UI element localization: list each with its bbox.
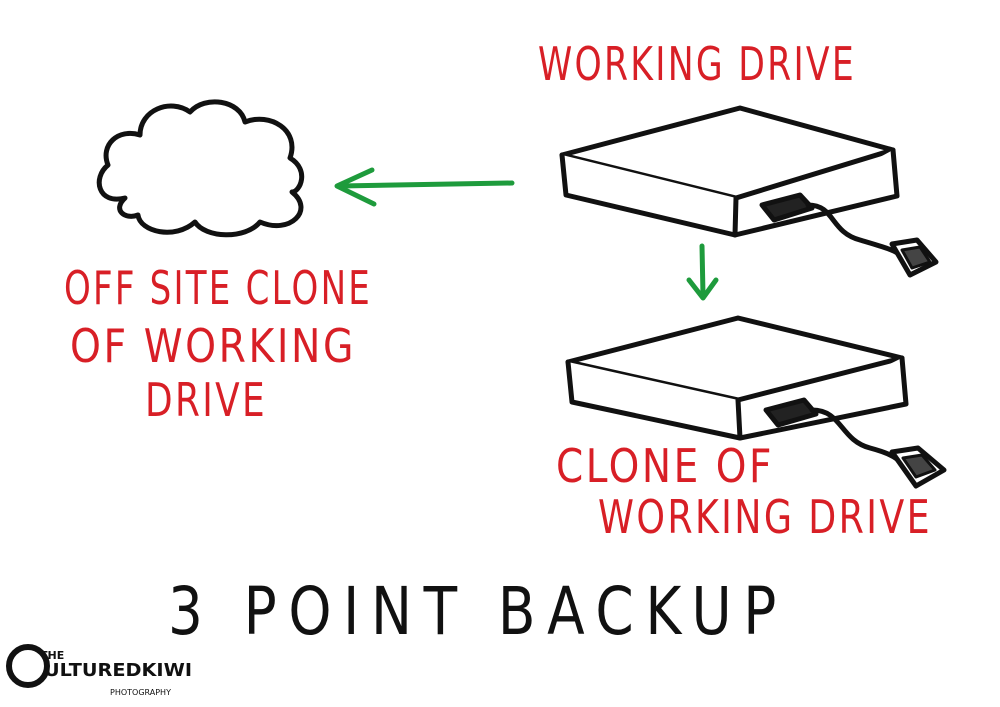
working-drive-label: WORKING DRIVE	[538, 37, 856, 91]
working-drive	[559, 105, 939, 278]
arrow-to-cloud	[334, 167, 515, 207]
clone-drive	[565, 315, 947, 489]
cloud-icon	[96, 99, 305, 238]
diagram-title: 3 POINT BACKUP	[168, 573, 788, 650]
offsite-label-line-2: OF WORKING	[70, 319, 356, 373]
offsite-label-line-1: OFF SITE CLONE	[64, 261, 372, 315]
logo-sub: PHOTOGRAPHY	[110, 688, 171, 697]
clone-label-line-1: CLONE OF	[556, 439, 774, 493]
clone-label-line-2: WORKING DRIVE	[598, 490, 932, 544]
offsite-label-line-3: DRIVE	[145, 373, 267, 427]
logo-the: THE	[40, 649, 64, 662]
arrow-to-clone	[686, 243, 719, 301]
logo-c-ring	[6, 644, 50, 688]
brand-logo: THE C ULTUREDKIWI PHOTOGRAPHY	[6, 644, 192, 697]
logo-name: ULTUREDKIWI	[44, 660, 192, 681]
